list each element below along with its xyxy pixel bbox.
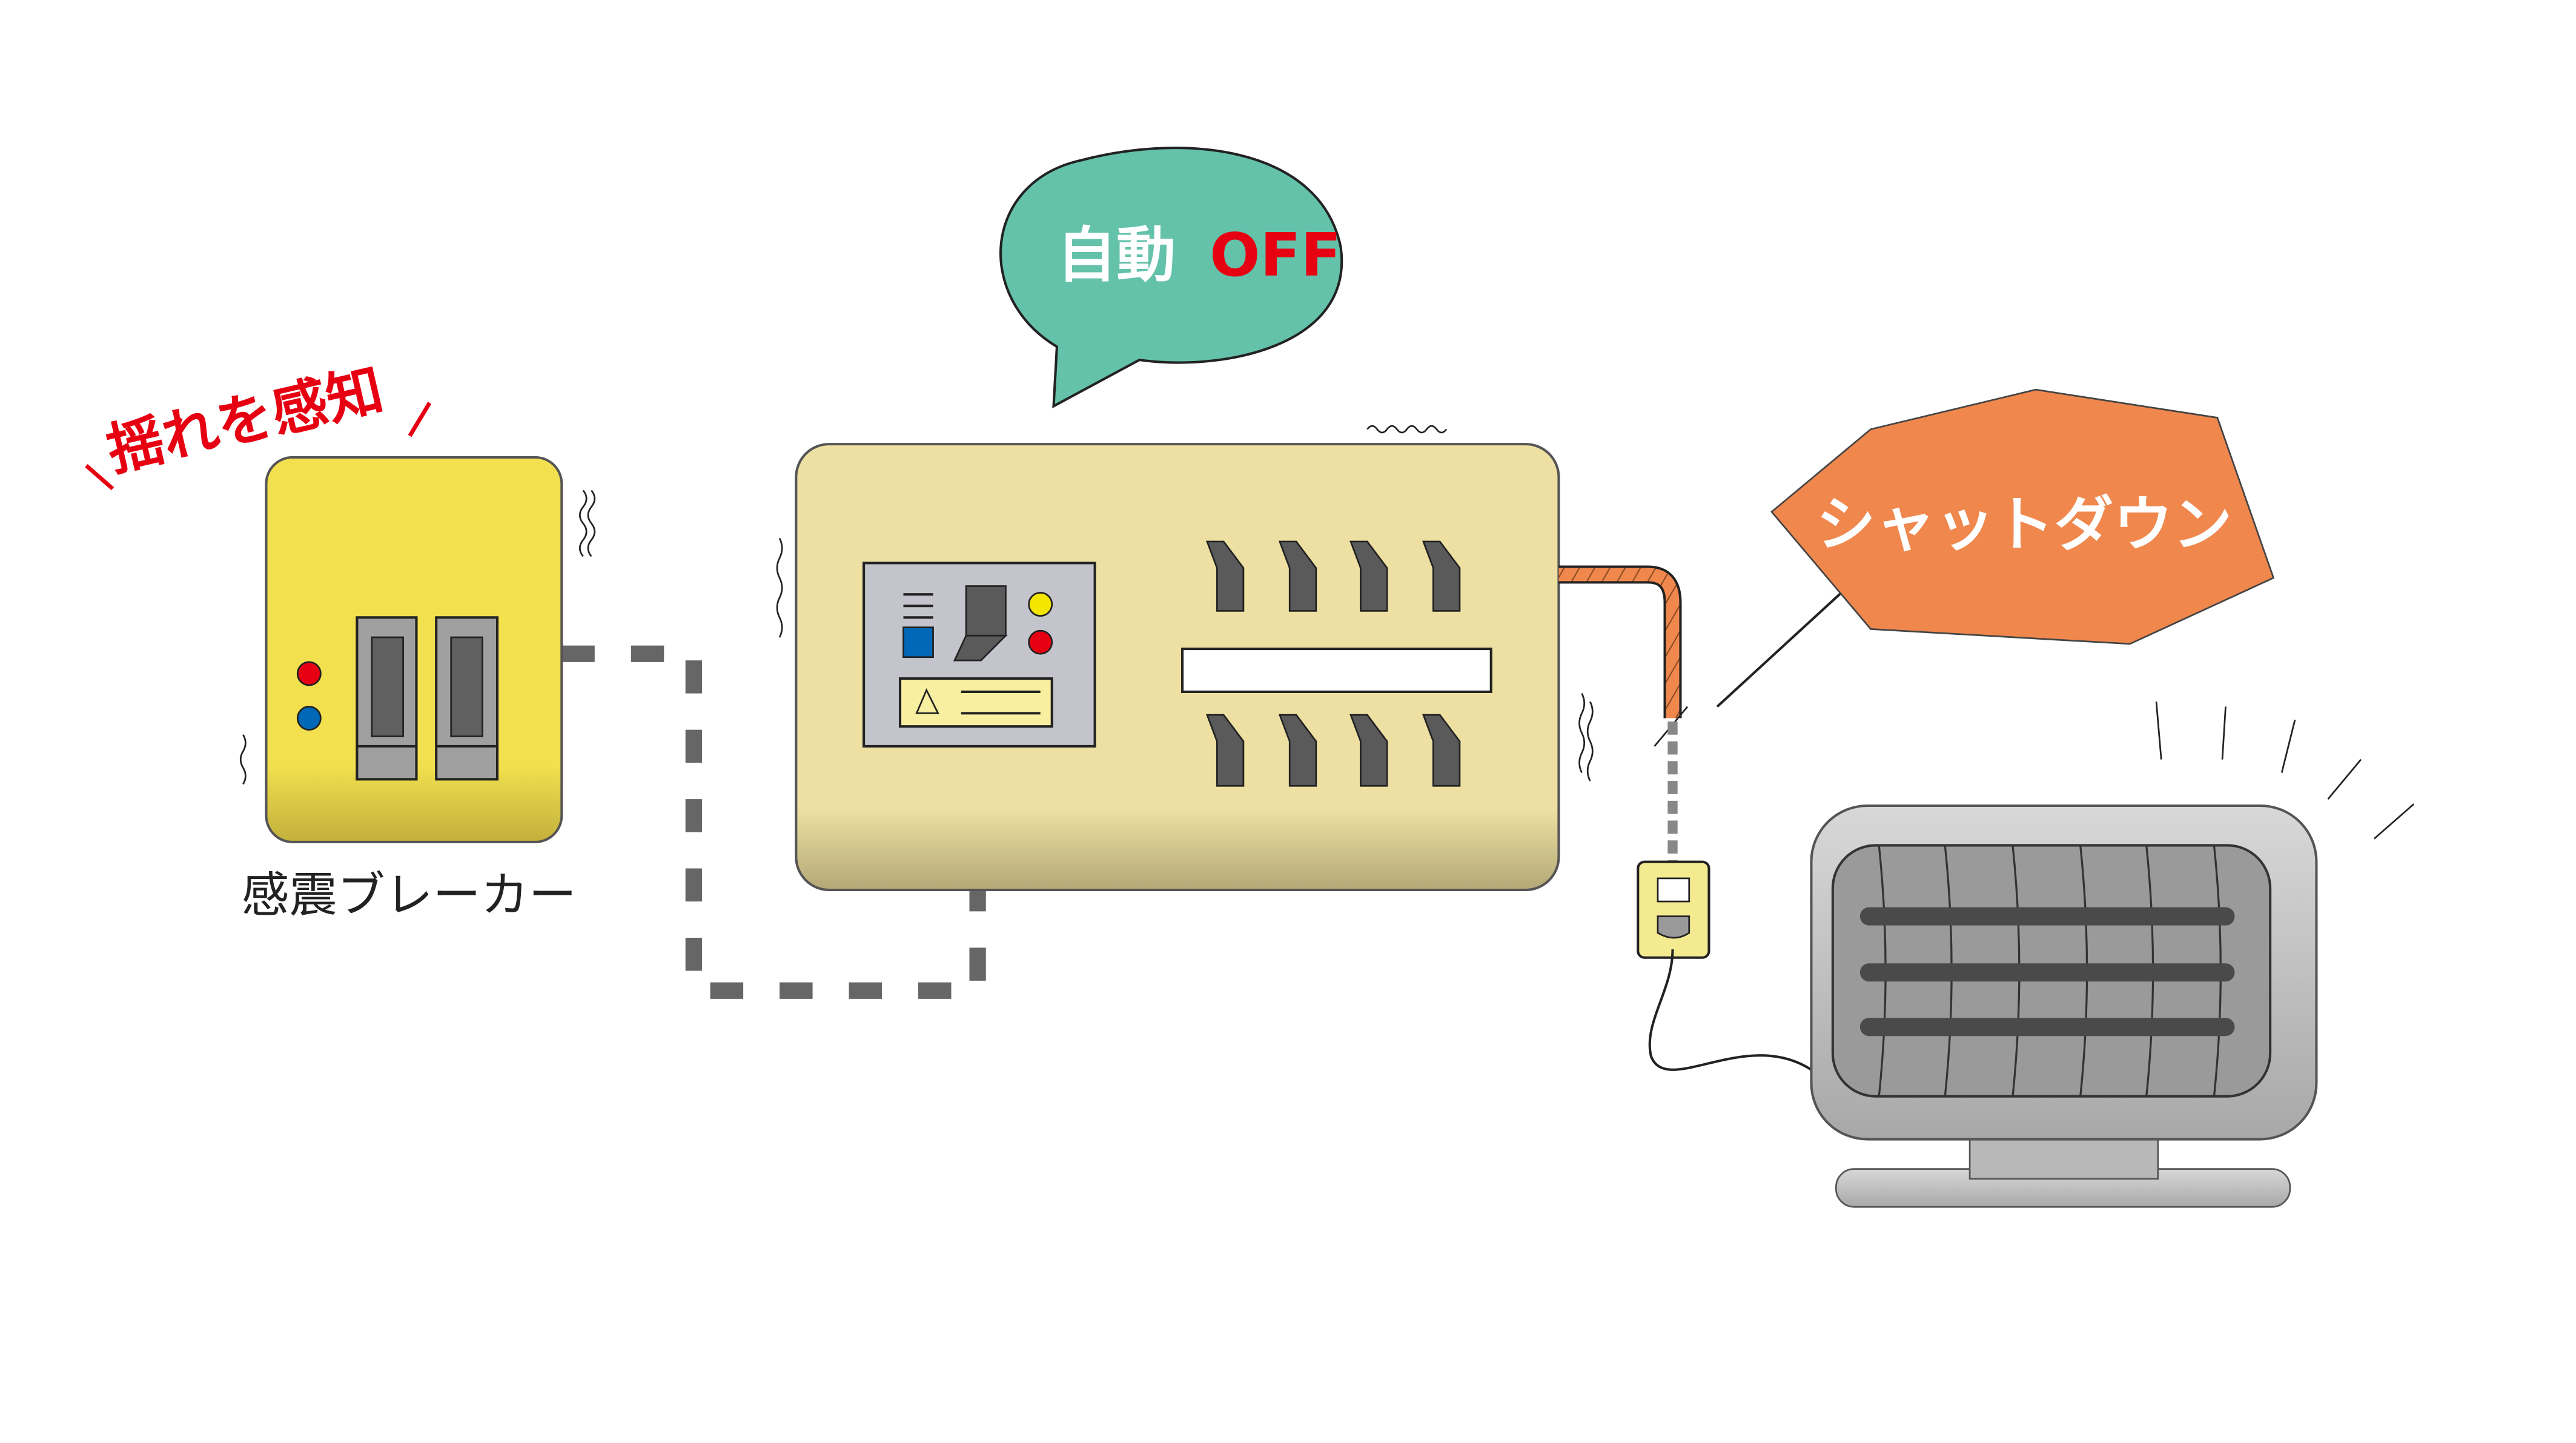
breaker-switch-icon bbox=[356, 616, 499, 781]
distribution-panel bbox=[795, 443, 1560, 892]
power-cable bbox=[1558, 565, 1682, 718]
red-indicator-icon bbox=[296, 661, 322, 686]
seismic-breaker bbox=[265, 456, 563, 843]
signal-line bbox=[561, 645, 986, 999]
branch-breakers bbox=[1205, 540, 1461, 787]
off-label: OFF bbox=[1210, 221, 1341, 290]
heater-icon bbox=[1810, 702, 2415, 1208]
main-breaker-unit bbox=[863, 562, 1096, 748]
main-switch-icon bbox=[965, 585, 1007, 637]
blue-indicator-icon bbox=[296, 706, 322, 731]
breaker-label: 感震ブレーカー bbox=[242, 867, 577, 923]
svg-text:自動 OFF: 自動 OFF bbox=[1057, 221, 1342, 290]
auto-label: 自動 bbox=[1057, 221, 1176, 290]
shutdown-label: シャットダウン bbox=[1816, 490, 2233, 559]
shutdown-callout: シャットダウン bbox=[1716, 388, 2275, 708]
vibration-marks bbox=[239, 425, 1594, 785]
heater-cord bbox=[1648, 949, 1817, 1075]
warning-label-icon bbox=[898, 677, 1053, 728]
blue-indicator-icon bbox=[902, 626, 934, 658]
outlet-icon bbox=[1637, 860, 1710, 959]
auto-off-bubble: 自動 OFF bbox=[999, 147, 1343, 408]
label-strip bbox=[1181, 648, 1492, 693]
